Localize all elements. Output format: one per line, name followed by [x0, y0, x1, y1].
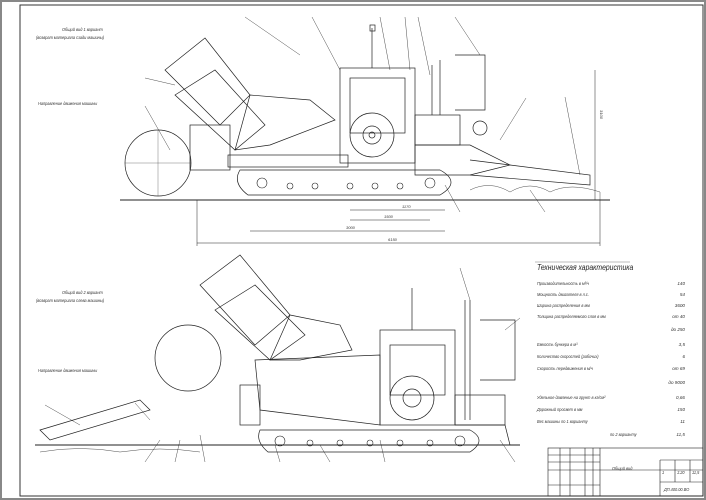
hopper-lower	[174, 69, 266, 151]
spec-value: до 9000	[668, 380, 685, 385]
spec-label: Толщина распределяемого слоя в мм	[537, 314, 606, 319]
cab-frame	[339, 67, 416, 164]
spec-value: 6	[682, 354, 685, 359]
dimension-height: 3100	[598, 110, 604, 119]
title-block	[547, 447, 704, 497]
dimension-3: 3000	[346, 225, 355, 230]
drawing-frame	[19, 4, 704, 497]
view2-title: Общий вид 2 вариант	[62, 290, 103, 295]
spec-value: 0,66	[676, 395, 685, 400]
title-block-name: Общий вид	[612, 466, 633, 471]
screed-view-1	[469, 159, 591, 186]
hopper-upper-2	[199, 254, 291, 346]
spec-label: Дорожный просвет в мм	[537, 407, 583, 412]
spec-label: Емкость бункера в м³	[537, 342, 578, 347]
title-block-scale: 1:20	[677, 470, 685, 475]
hopper-lower-2	[214, 284, 306, 361]
view2-subtitle: (возврат материала слева машины)	[36, 298, 105, 303]
specs-title: Техническая характеристика	[537, 263, 634, 272]
spec-value: 3,5	[678, 342, 685, 347]
spreading-drum-2	[154, 324, 222, 392]
flywheel-2	[389, 375, 435, 421]
view2-direction: Направление движения машины	[38, 368, 98, 373]
spec-value: 11,5	[676, 432, 685, 437]
spec-value: 11	[680, 419, 685, 424]
spec-value: до 250	[670, 327, 685, 332]
spec-label: Ширина распределения в мм	[537, 303, 590, 308]
leader-lines	[144, 16, 581, 213]
cab-frame-2	[379, 329, 456, 426]
leader-lines-2	[44, 267, 521, 463]
spec-value: 54	[679, 292, 685, 297]
dimension-4: 6150	[388, 237, 397, 242]
machine-view-1	[120, 16, 610, 246]
view1-subtitle: (возврат материала сзади машины)	[36, 35, 105, 40]
spec-label: Количество скоростей (рабочих)	[537, 354, 599, 359]
seat-frame	[455, 54, 486, 111]
spec-value: 150	[677, 407, 685, 412]
spec-label: Мощность двигателя в л.с.	[537, 292, 589, 297]
spec-value: от 69	[672, 366, 685, 371]
machine-view-2	[35, 254, 521, 463]
hopper-upper	[164, 37, 251, 126]
dimension-1: 1170	[402, 204, 411, 209]
view1-direction: Направление движения машины	[38, 101, 98, 106]
spec-label: по 2 варианту	[610, 432, 637, 437]
conveyor-2	[39, 399, 151, 441]
spec-value: 3600	[674, 303, 685, 308]
title-block-sheet: 1	[662, 470, 665, 475]
flywheel	[349, 112, 395, 158]
spec-label: Производительность в м³/ч	[537, 281, 590, 286]
spec-label: Скорость передвижения в м/ч	[537, 366, 593, 371]
spec-value: от 40	[672, 314, 685, 319]
seat-frame-2	[480, 319, 516, 381]
dimension-lines	[196, 70, 601, 246]
view1-title: Общий вид 1 вариант	[62, 27, 103, 32]
title-block-mass: 11,5	[692, 470, 700, 475]
bunker-2	[254, 354, 381, 426]
spec-value: 140	[677, 281, 685, 286]
track-view-2	[258, 429, 480, 453]
dimension-2: 1500	[384, 214, 393, 219]
spec-label: Удельное давление на грунт в кг/см²	[537, 395, 606, 400]
track-view-1	[237, 169, 452, 196]
title-block-code: ДП.400.00.ВО	[664, 487, 690, 492]
spec-label: Вес машины по 1 варианту	[537, 419, 588, 424]
